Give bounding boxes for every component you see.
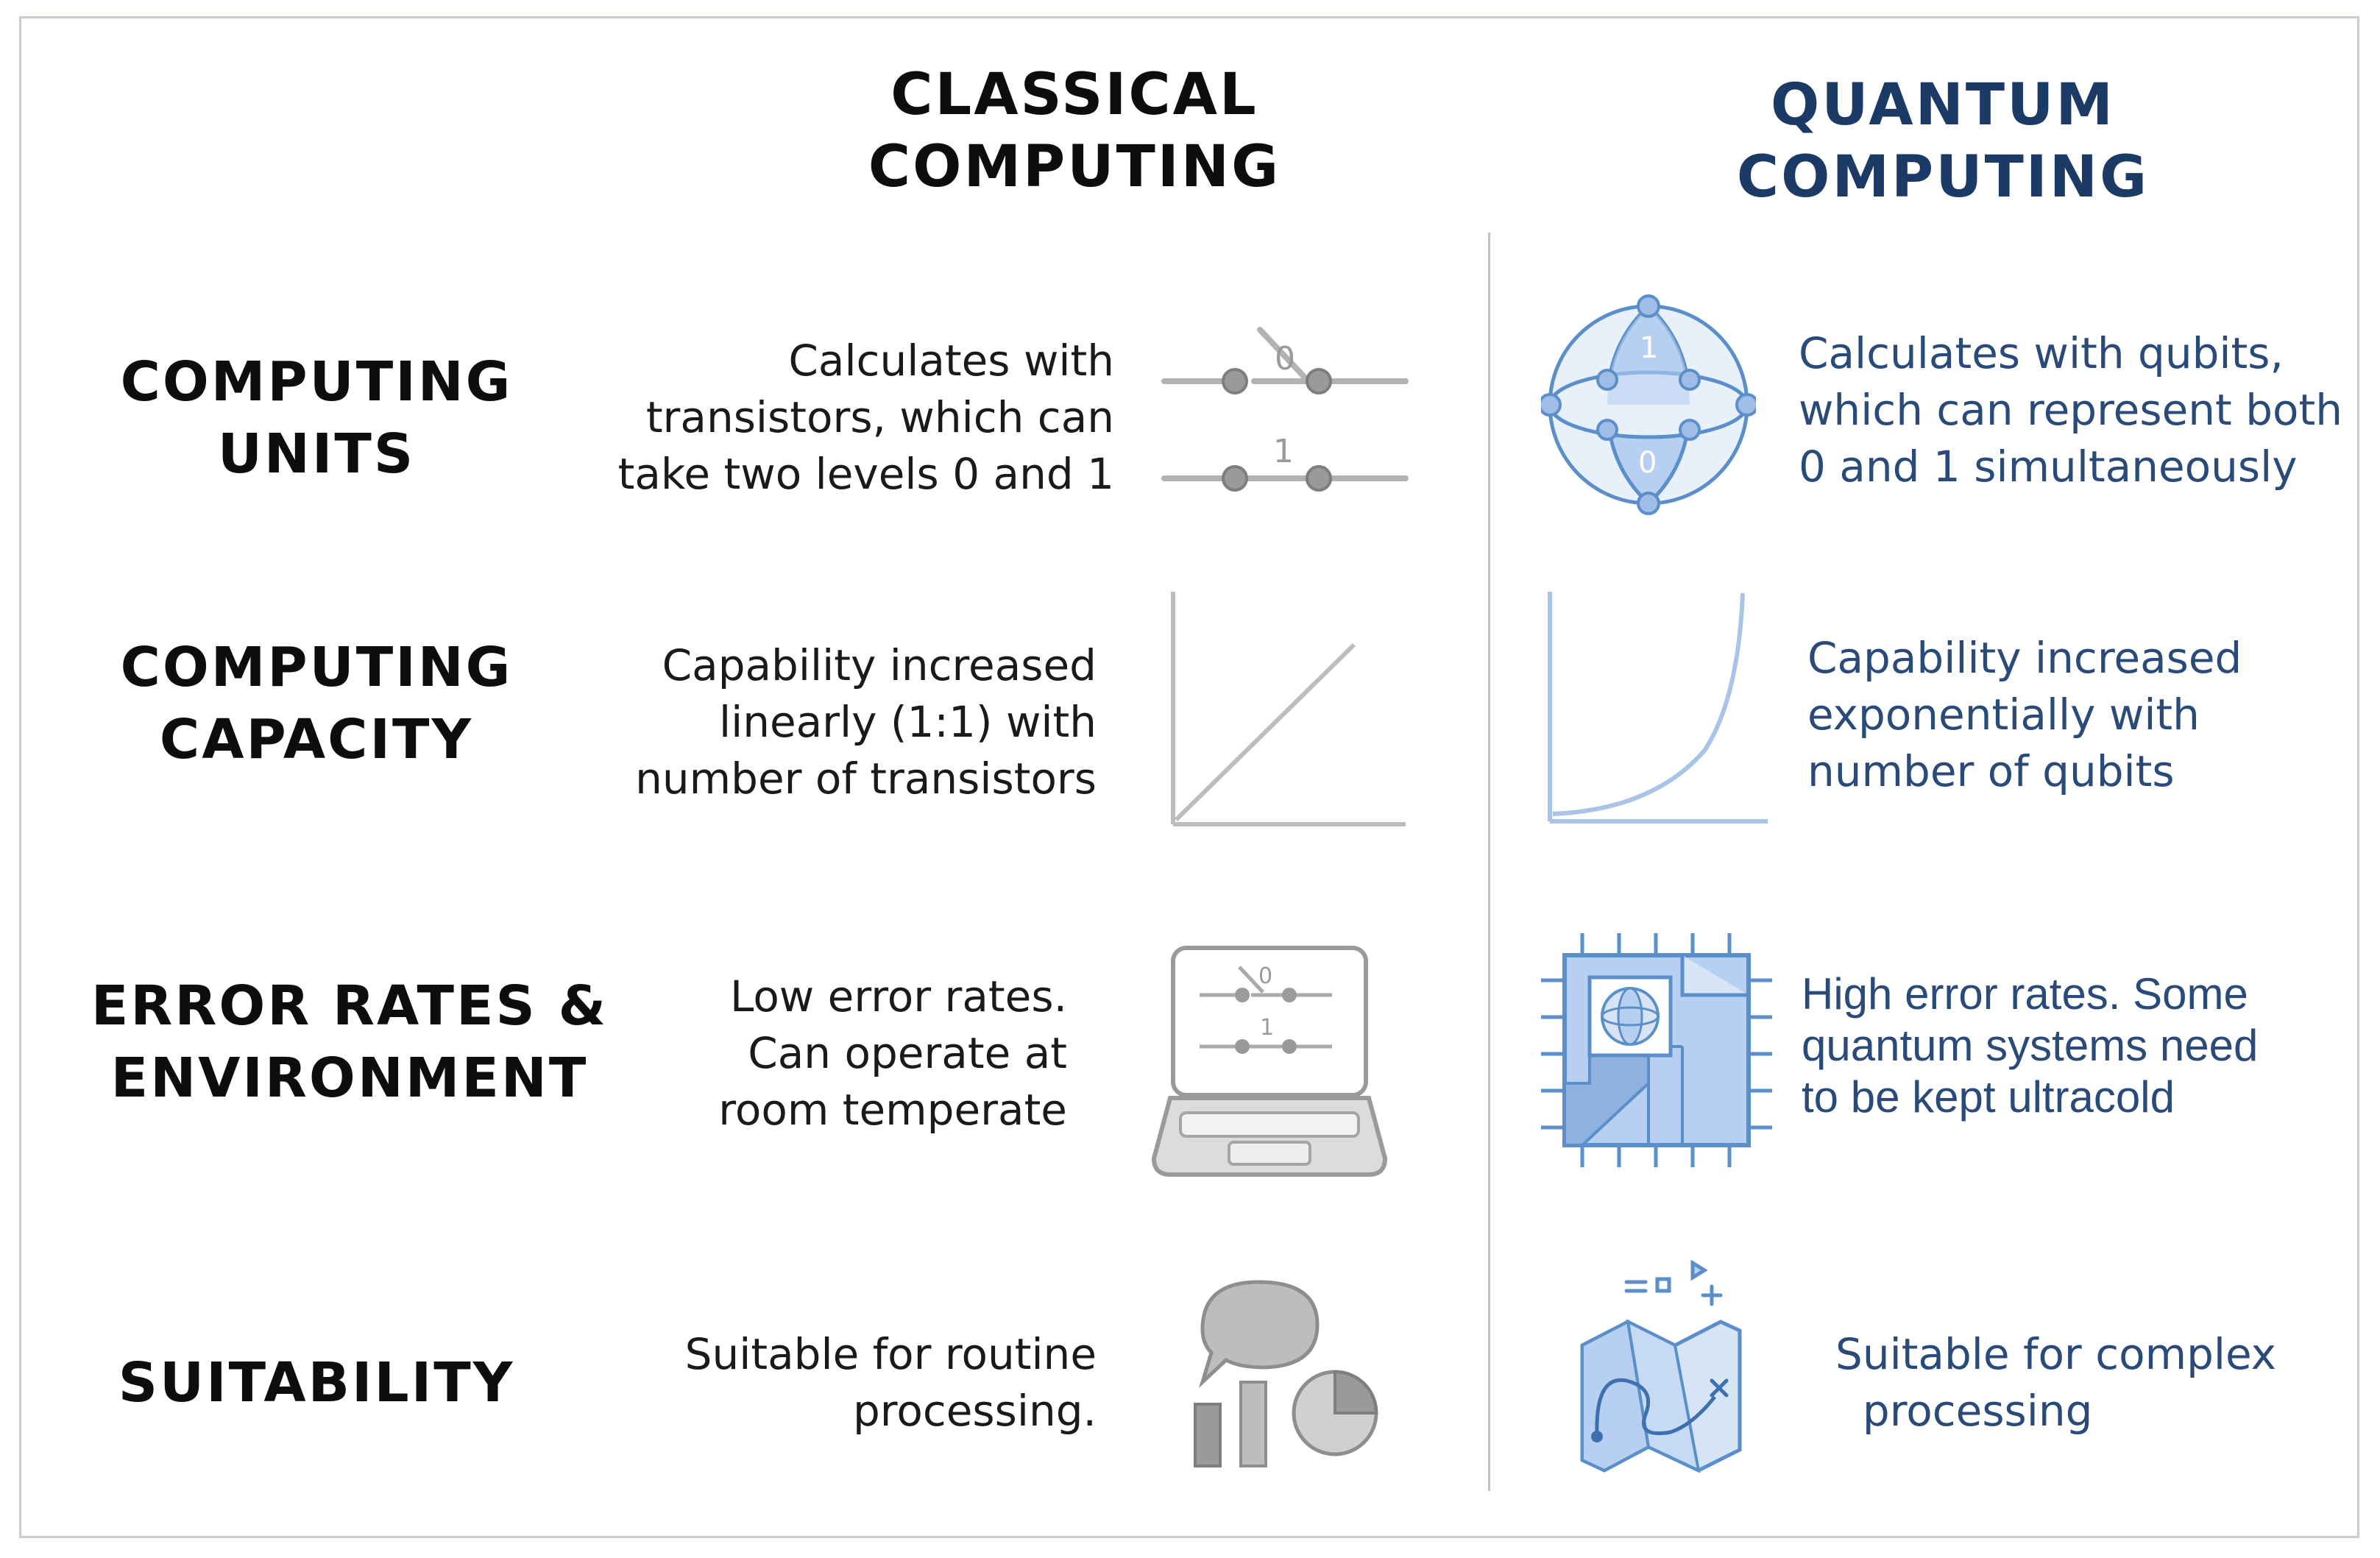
charts-speech-bubble-icon	[1188, 1273, 1394, 1472]
sphere-zero-label: 0	[1638, 446, 1657, 480]
quantum-chip-icon	[1538, 929, 1775, 1172]
classical-suitability-text: Suitable for routine processing.	[684, 1329, 1097, 1436]
row-heading-computing-units: COMPUTING UNITS	[120, 350, 513, 486]
classical-column-heading: CLASSICAL COMPUTING	[868, 62, 1281, 200]
linear-growth-chart-icon	[1166, 589, 1409, 829]
classical-units-text: Calculates with transistors, which can t…	[617, 336, 1114, 499]
quantum-column-heading: QUANTUM COMPUTING	[1736, 72, 2150, 210]
map-route-icon	[1575, 1257, 1752, 1478]
quantum-capacity-text: Capability increased exponentially with …	[1807, 633, 2242, 796]
row-heading-error-rates: ERROR RATES & ENVIRONMENT	[91, 974, 609, 1110]
quantum-suitability-text: Suitable for complex processing	[1835, 1329, 2277, 1436]
comparison-panel	[19, 16, 2359, 1538]
quantum-error-text: High error rates. Some quantum systems n…	[1802, 969, 2259, 1122]
laptop-icon: 0 1	[1148, 941, 1391, 1183]
quantum-units-text: Calculates with qubits, which can repres…	[1799, 328, 2342, 492]
svg-text:0: 0	[1258, 963, 1272, 989]
transistor-switch-icon: 0 1	[1155, 316, 1410, 508]
row-heading-computing-capacity: COMPUTING CAPACITY	[120, 636, 513, 771]
switch-zero-label: 0	[1275, 340, 1295, 378]
qubit-sphere-icon: 1 0	[1541, 293, 1756, 515]
sphere-one-label: 1	[1640, 331, 1658, 365]
classical-capacity-text: Capability increased linearly (1:1) with…	[635, 640, 1097, 804]
exponential-growth-chart-icon	[1543, 589, 1771, 829]
classical-error-text: Low error rates. Can operate at room tem…	[718, 971, 1067, 1135]
switch-one-label: 1	[1273, 433, 1294, 470]
row-heading-suitability: SUITABILITY	[118, 1351, 515, 1414]
column-divider	[1488, 233, 1490, 1491]
svg-text:1: 1	[1260, 1015, 1274, 1041]
